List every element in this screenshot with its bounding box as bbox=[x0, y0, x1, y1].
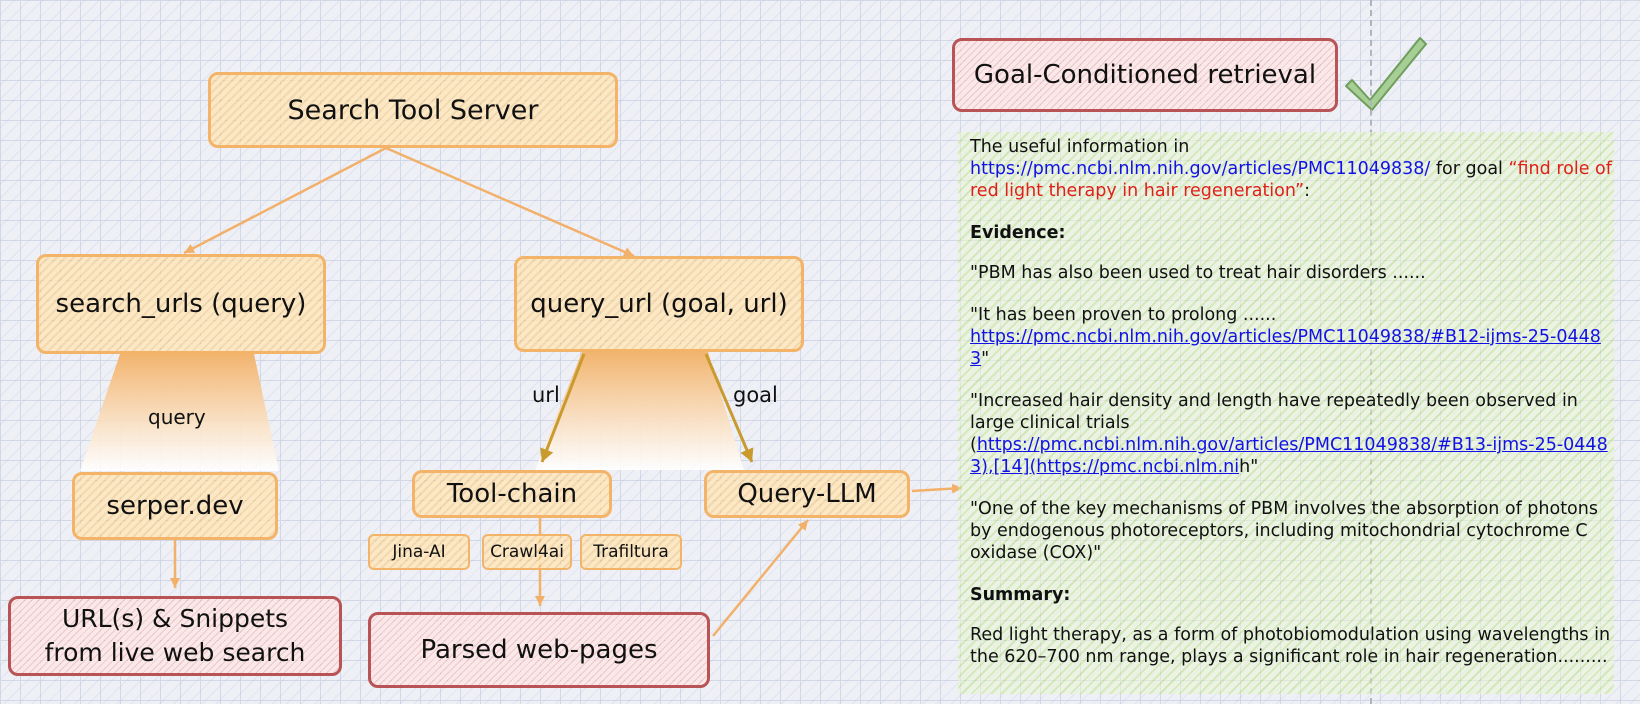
retrieval-output-panel bbox=[958, 132, 1614, 694]
search-tool-server-label: Search Tool Server bbox=[287, 94, 539, 126]
search-results-line1: URL(s) & Snippets bbox=[61, 604, 289, 633]
evidence-quote-2: "It has been proven to prolong ...... ht… bbox=[970, 304, 1620, 370]
search-urls-label: search_urls (query) bbox=[55, 289, 307, 319]
query-llm-box: Query-LLM bbox=[704, 470, 910, 518]
tool-crawl4ai-box: Crawl4ai bbox=[482, 534, 572, 570]
tool-trafiltura-box: Trafiltura bbox=[580, 534, 682, 570]
tool-jina-label: Jina-AI bbox=[392, 542, 446, 562]
goal-label: goal bbox=[733, 383, 778, 407]
search-results-line2: from live web search bbox=[44, 638, 306, 667]
parsed-pages-box: Parsed web-pages bbox=[368, 612, 710, 688]
retrieval-output-text: The useful information in https://pmc.nc… bbox=[970, 136, 1620, 688]
search-tool-server-box: Search Tool Server bbox=[208, 72, 618, 148]
intro-mid: for goal bbox=[1430, 159, 1509, 179]
arrow-goal bbox=[704, 353, 754, 463]
evidence-quote-2-end: " bbox=[981, 349, 990, 369]
query-label: query bbox=[148, 405, 206, 429]
intro-suffix: : bbox=[1304, 181, 1310, 201]
evidence-quote-3-end: h" bbox=[1239, 457, 1259, 477]
intro-paragraph: The useful information in https://pmc.nc… bbox=[970, 136, 1620, 202]
evidence-quote-2-link[interactable]: https://pmc.ncbi.nlm.nih.gov/articles/PM… bbox=[970, 327, 1601, 369]
arrow-server-to-search bbox=[183, 146, 387, 255]
tool-trafiltura-label: Trafiltura bbox=[593, 542, 669, 562]
evidence-quote-1: "PBM has also been used to treat hair di… bbox=[970, 263, 1426, 283]
arrow-llm-to-panel bbox=[911, 483, 963, 494]
evidence-quote-3-text: "Increased hair density and length have … bbox=[970, 391, 1578, 433]
evidence-quote-2-text: "It has been proven to prolong ...... bbox=[970, 305, 1277, 325]
serper-box: serper.dev bbox=[72, 472, 278, 540]
arrow-url bbox=[540, 353, 586, 463]
query-url-funnel bbox=[535, 352, 744, 470]
query-llm-label: Query-LLM bbox=[737, 479, 877, 509]
tool-chain-label: Tool-chain bbox=[446, 479, 578, 509]
evidence-quote-4: "One of the key mechanisms of PBM involv… bbox=[970, 499, 1598, 563]
query-funnel bbox=[80, 354, 279, 471]
evidence-heading: Evidence: bbox=[970, 223, 1066, 243]
summary-text: Red light therapy, as a form of photobio… bbox=[970, 625, 1611, 667]
query-url-box: query_url (goal, url) bbox=[514, 256, 804, 352]
parsed-pages-label: Parsed web-pages bbox=[420, 635, 658, 665]
tool-jina-box: Jina-AI bbox=[368, 534, 470, 570]
search-results-box: URL(s) & Snippets from live web search bbox=[8, 596, 342, 676]
summary-heading: Summary: bbox=[970, 585, 1071, 605]
intro-prefix: The useful information in bbox=[970, 137, 1190, 157]
intro-url-link[interactable]: https://pmc.ncbi.nlm.nih.gov/articles/PM… bbox=[970, 159, 1431, 179]
arrow-server-to-query bbox=[385, 146, 635, 258]
arrow-parsed-to-llm bbox=[712, 519, 809, 637]
query-url-label: query_url (goal, url) bbox=[530, 289, 788, 319]
tool-crawl4ai-label: Crawl4ai bbox=[490, 542, 564, 562]
serper-label: serper.dev bbox=[106, 491, 244, 521]
tool-chain-box: Tool-chain bbox=[412, 470, 612, 518]
evidence-quote-3: "Increased hair density and length have … bbox=[970, 390, 1620, 478]
check-icon bbox=[1345, 37, 1427, 111]
evidence-quote-3-link[interactable]: https://pmc.ncbi.nlm.nih.gov/articles/PM… bbox=[970, 435, 1608, 477]
goal-retrieval-title: Goal-Conditioned retrieval bbox=[973, 60, 1317, 90]
intro-goal: “find role of red light therapy in hair … bbox=[970, 159, 1612, 201]
goal-retrieval-title-box: Goal-Conditioned retrieval bbox=[952, 38, 1338, 112]
search-urls-box: search_urls (query) bbox=[36, 254, 326, 354]
evidence-quote-3-open: ( bbox=[970, 435, 977, 455]
url-label: url bbox=[532, 383, 560, 407]
